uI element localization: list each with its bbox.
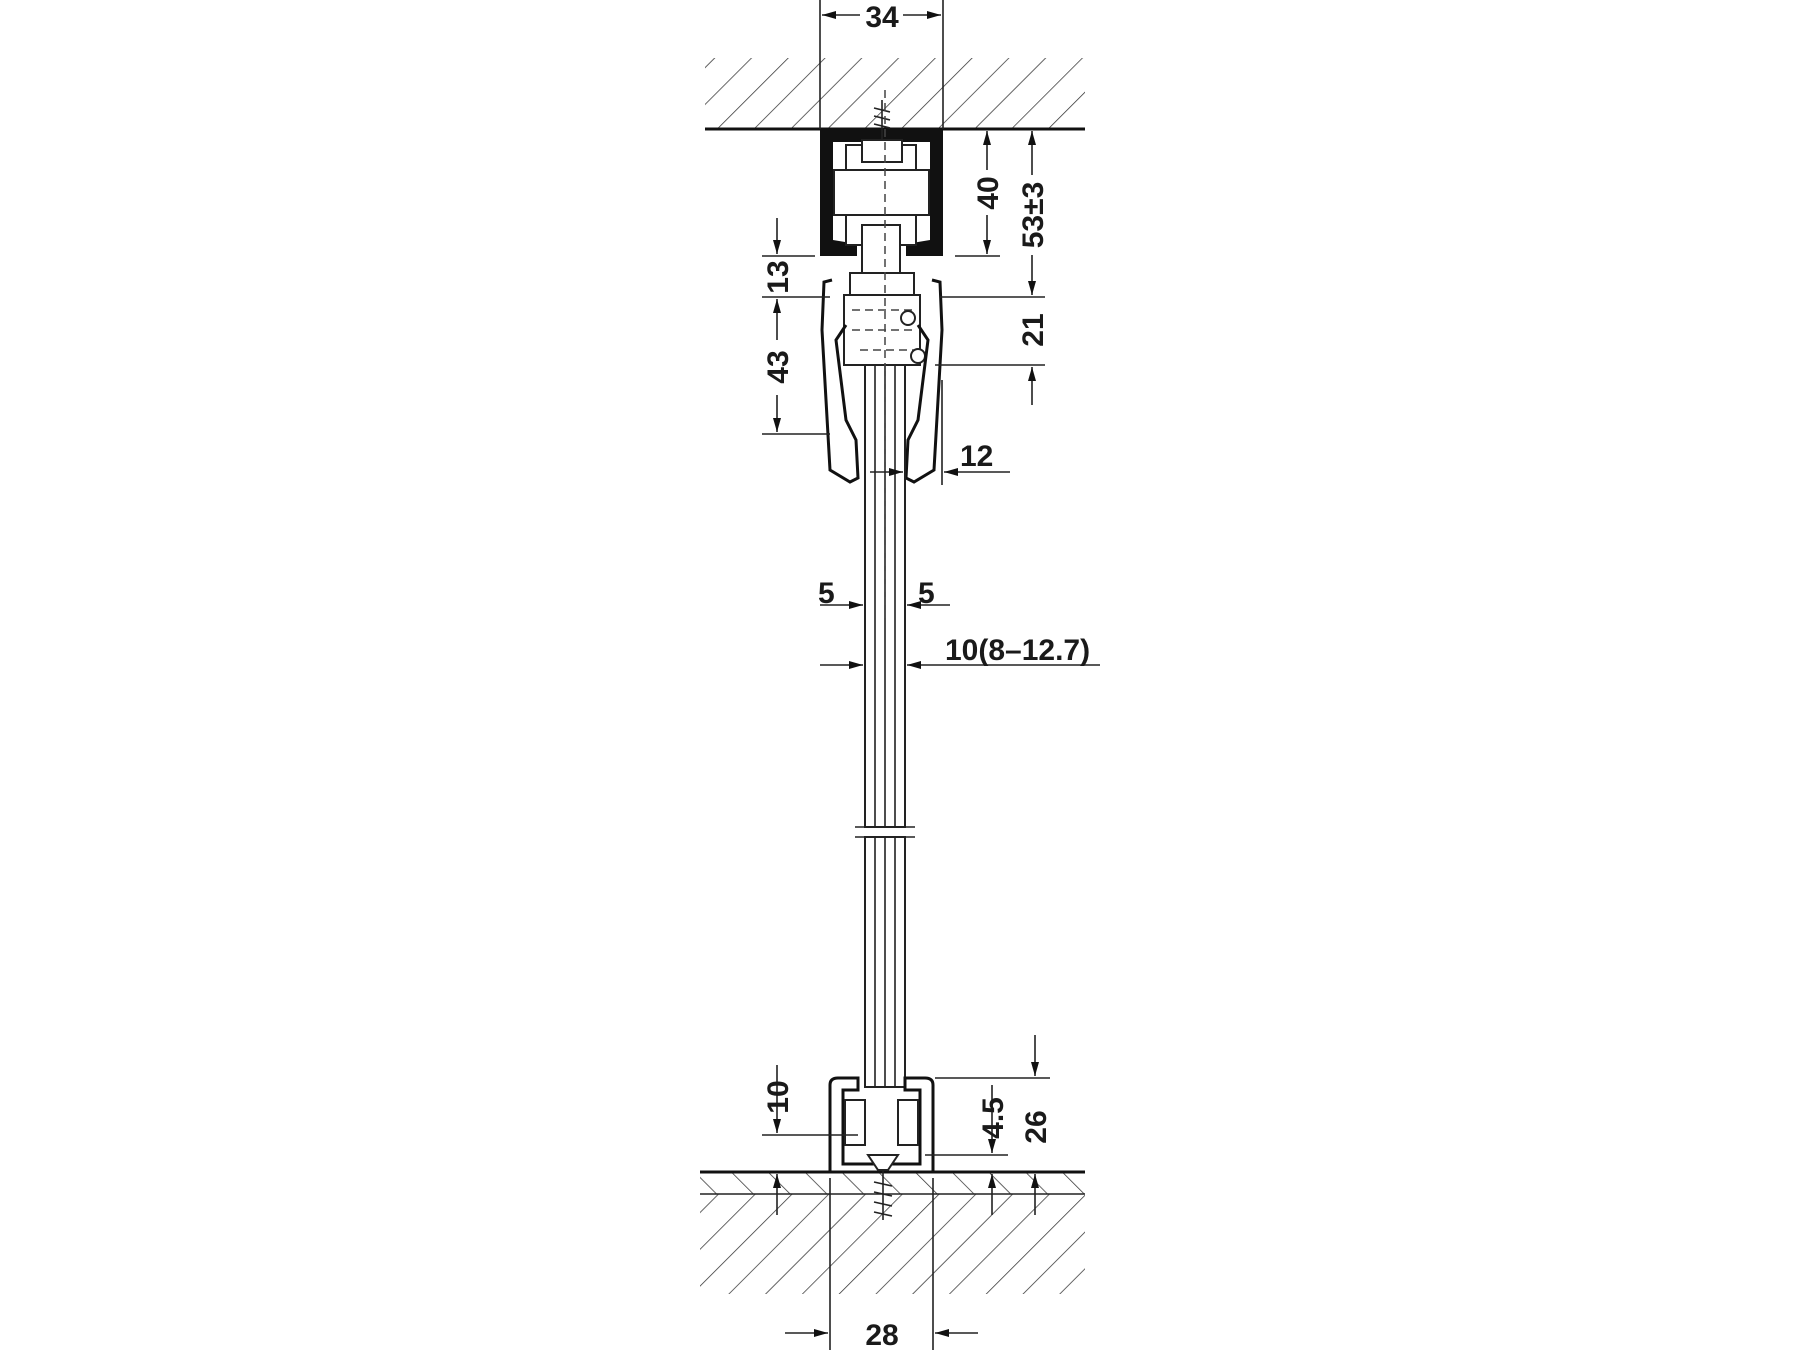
dim-right-gap: 5 [918, 577, 935, 610]
dim-clamp-height: 21 [1017, 313, 1050, 346]
glass-panel [855, 90, 915, 1088]
bottom-guide [828, 1076, 935, 1220]
dim-track-height: 40 [972, 176, 1005, 209]
dim-bottom-guide-width: 28 [865, 1319, 898, 1350]
top-track [820, 100, 943, 256]
ceiling-screw-icon [873, 100, 891, 140]
dim-bottom-overlap: 10 [762, 1080, 795, 1113]
dim-track-width: 34 [865, 1, 899, 34]
dim-left-gap: 5 [818, 577, 835, 610]
ceiling [705, 58, 1085, 131]
dim-cover-height: 43 [762, 350, 795, 383]
dim-glass-thickness: 10(8–12.7) [945, 634, 1090, 667]
dim-bottom-clearance: 4.5 [977, 1097, 1010, 1139]
dimension-lines [762, 0, 1100, 1350]
floor [700, 1170, 1085, 1294]
floor-screw-icon [873, 1170, 893, 1220]
cover-profile [820, 278, 944, 484]
dim-ceiling-to-clamp: 53±3 [1017, 182, 1050, 249]
dim-bottom-guide-height: 26 [1020, 1110, 1053, 1143]
dim-clamp-offset: 13 [762, 260, 795, 293]
dim-cover-offset: 12 [960, 440, 993, 473]
